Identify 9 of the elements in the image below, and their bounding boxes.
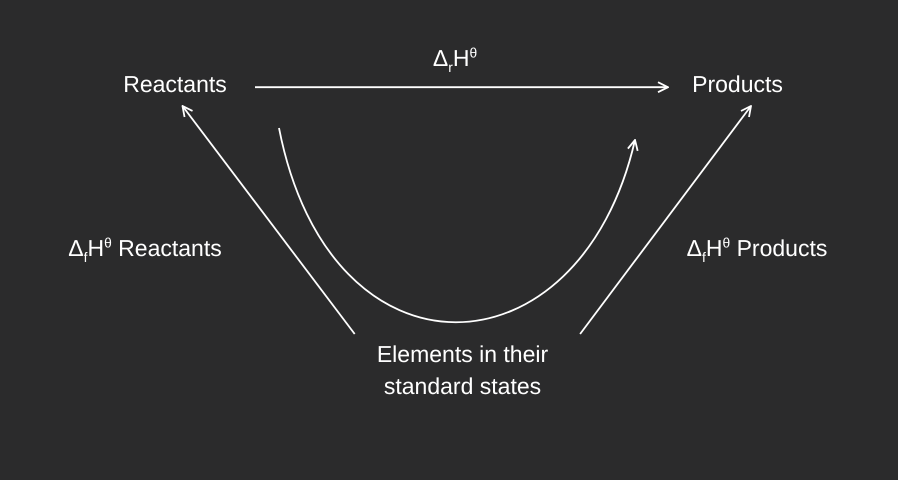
arrow: [579, 105, 752, 335]
term-text: Elements in their standard states: [340, 338, 585, 402]
edge-label: Δ$_{f}$H$^{θ}$ Products: [686, 235, 828, 265]
arrow: [255, 81, 669, 94]
term-text: Products: [670, 68, 805, 100]
arrow: [182, 105, 356, 335]
term-text: Reactants: [100, 68, 250, 100]
edge-label: Δ$_{r}$H$^{θ}$: [432, 45, 478, 75]
edge-label: Δ$_{f}$H$^{θ}$ Reactants: [68, 235, 222, 265]
